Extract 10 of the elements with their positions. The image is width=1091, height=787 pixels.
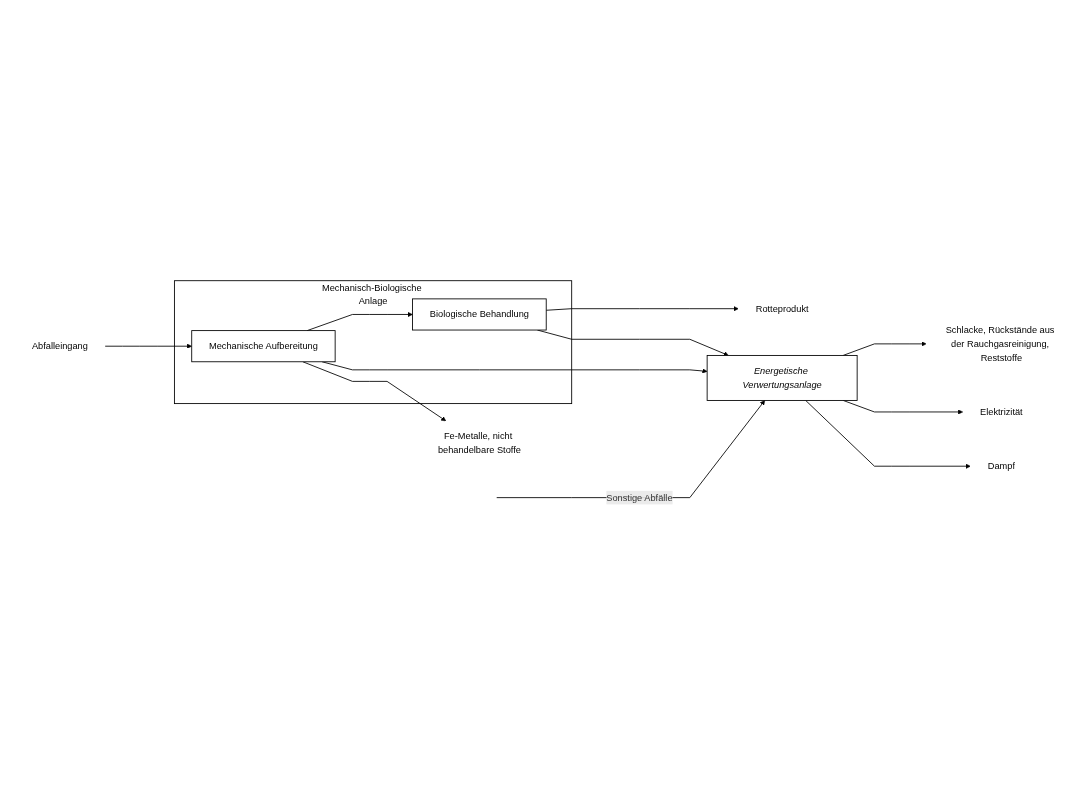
edge-label: Sonstige Abfälle: [606, 492, 673, 503]
node-text: Elektrizität: [980, 406, 1023, 417]
node-text: Rotteprodukt: [755, 303, 809, 314]
node-box: Mechanische Aufbereitung: [191, 330, 336, 363]
node-box: Biologische Behandlung: [412, 298, 547, 331]
node-text: Schlacke, Rückstände aus der Rauchgasreinigung, Reststoffe: [945, 324, 1055, 363]
node-text: Fe-Metalle, nicht behandelbare Stoffe: [437, 431, 521, 455]
node-text: Dampf: [987, 461, 1015, 471]
node-box: Energetische Verwertungsanlage: [706, 355, 858, 401]
node-text: Abfalleingang: [31, 341, 88, 351]
